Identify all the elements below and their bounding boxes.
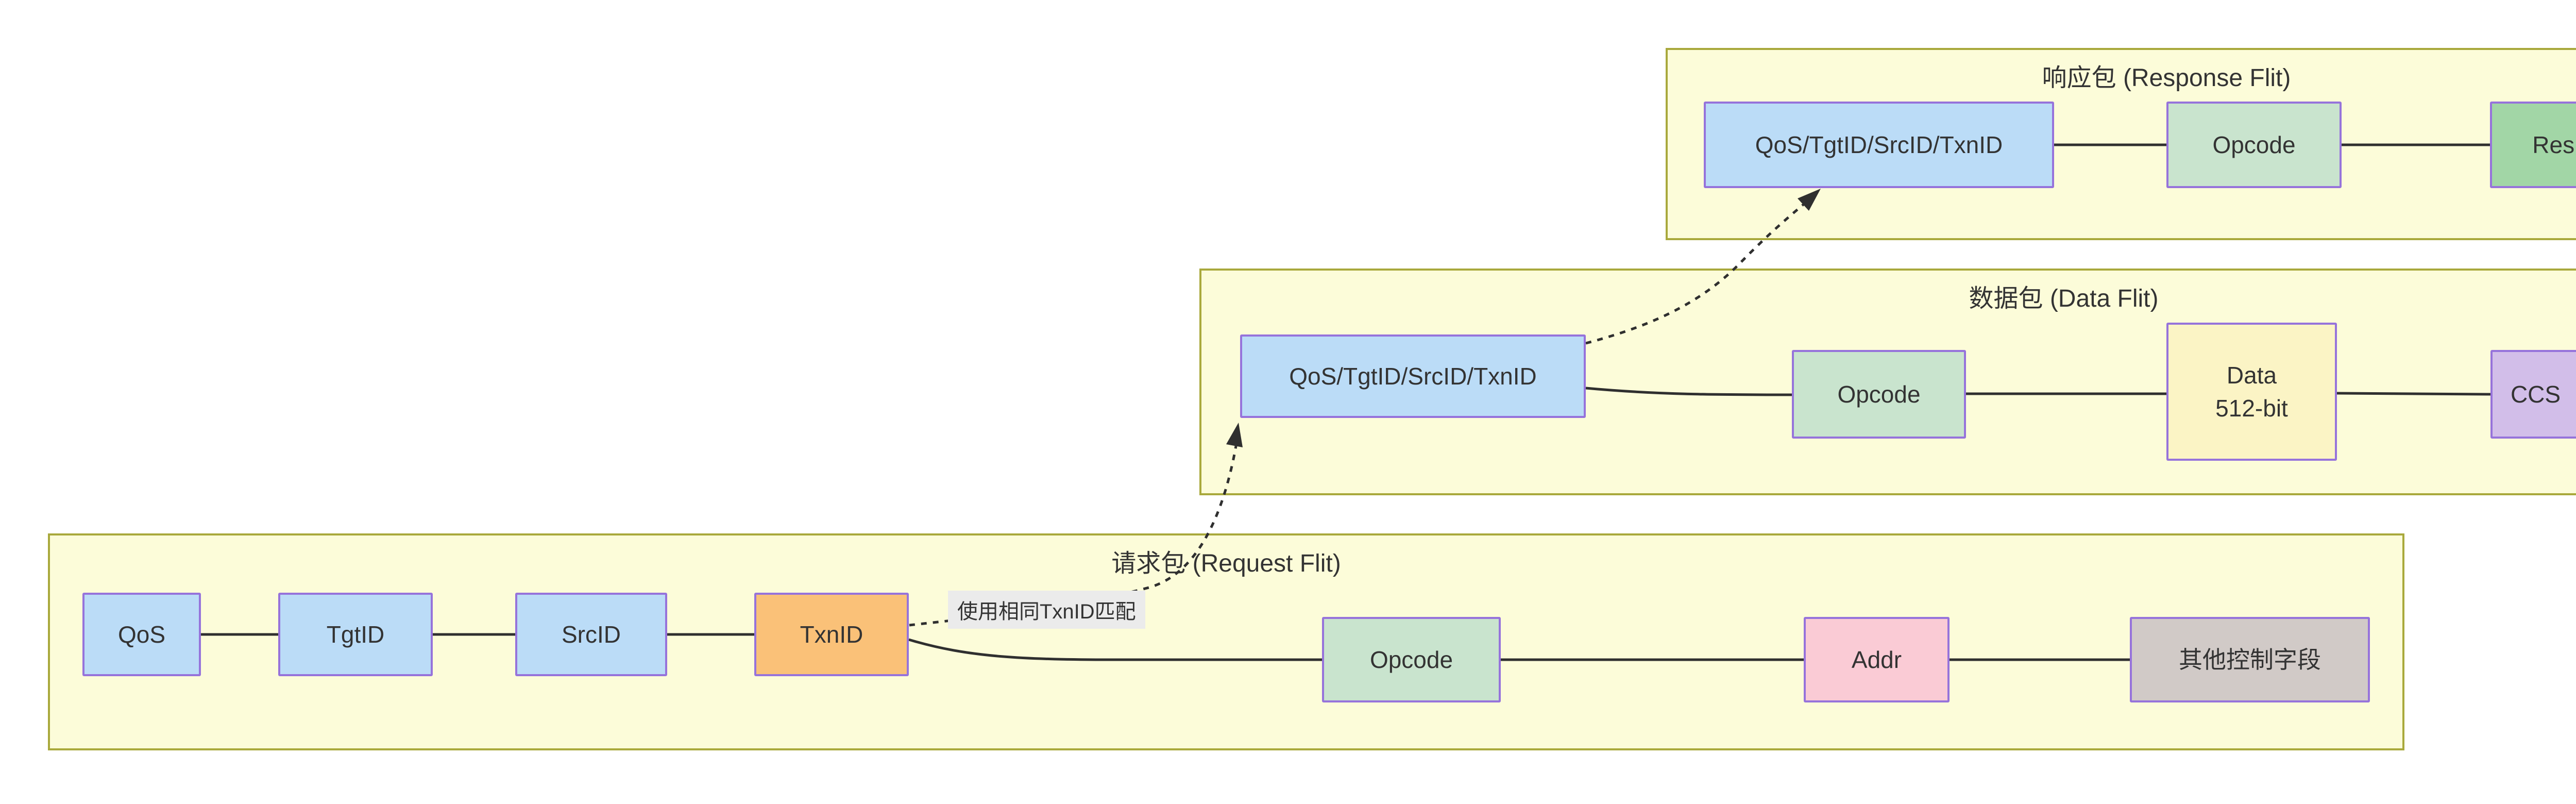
request-flit-title: 请求包 (Request Flit) <box>1111 550 1341 577</box>
node-qos: QoS <box>82 593 201 676</box>
node-request-opcode: Opcode <box>1322 617 1501 702</box>
edge-dataids-opcode <box>1585 387 1792 396</box>
txnid-match-edge-label: 使用相同TxnID匹配 <box>948 591 1145 629</box>
node-addr-label: Addr <box>1851 646 1902 673</box>
node-qos-label: QoS <box>117 621 166 648</box>
node-txnid: TxnID <box>754 593 909 676</box>
response-flit-title: 响应包 (Response Flit) <box>2042 64 2291 92</box>
node-srcid-label: SrcID <box>562 621 621 648</box>
node-tgtid-label: TgtID <box>326 621 385 648</box>
node-other-control-fields: 其他控制字段 <box>2130 617 2370 702</box>
node-resp: Resp <box>2490 102 2576 188</box>
node-response-opcode: Opcode <box>2166 102 2342 188</box>
node-resp-label: Resp <box>2532 131 2576 158</box>
node-ccs-label: CCS <box>2510 380 2561 408</box>
node-data-opcode: Opcode <box>1792 350 1966 439</box>
data-flit-title: 数据包 (Data Flit) <box>1969 285 2159 312</box>
node-other-control-fields-label: 其他控制字段 <box>2179 646 2321 673</box>
node-response-ids-label: QoS/TgtID/SrcID/TxnID <box>1755 131 2003 158</box>
dashed-arrow-data-to-response <box>1585 194 1816 345</box>
edge-data-ccs <box>2336 392 2491 396</box>
node-ccs: CCS <box>2490 350 2576 439</box>
arrowhead-request-to-data <box>1226 423 1243 447</box>
node-srcid: SrcID <box>515 593 667 676</box>
node-data-opcode-label: Opcode <box>1837 380 1921 408</box>
arrowhead-data-to-response <box>1798 189 1821 211</box>
node-data-payload-line2: 512-bit <box>2215 395 2288 422</box>
node-tgtid: TgtID <box>278 593 433 676</box>
node-txnid-label: TxnID <box>800 621 863 648</box>
node-data-ids: QoS/TgtID/SrcID/TxnID <box>1240 334 1586 418</box>
node-response-opcode-label: Opcode <box>2212 131 2296 158</box>
node-data-ids-label: QoS/TgtID/SrcID/TxnID <box>1289 362 1537 390</box>
node-request-opcode-label: Opcode <box>1369 646 1453 673</box>
edge-txnid-opcode <box>908 638 1322 661</box>
node-data-payload-line1: Data <box>2226 361 2277 389</box>
request-flit-container: 请求包 (Request Flit) <box>48 533 2404 750</box>
node-addr: Addr <box>1804 617 1950 702</box>
node-response-ids: QoS/TgtID/SrcID/TxnID <box>1704 102 2054 188</box>
node-data-payload: Data 512-bit <box>2166 323 2337 461</box>
dashed-arrow-request-to-data <box>909 443 1238 627</box>
